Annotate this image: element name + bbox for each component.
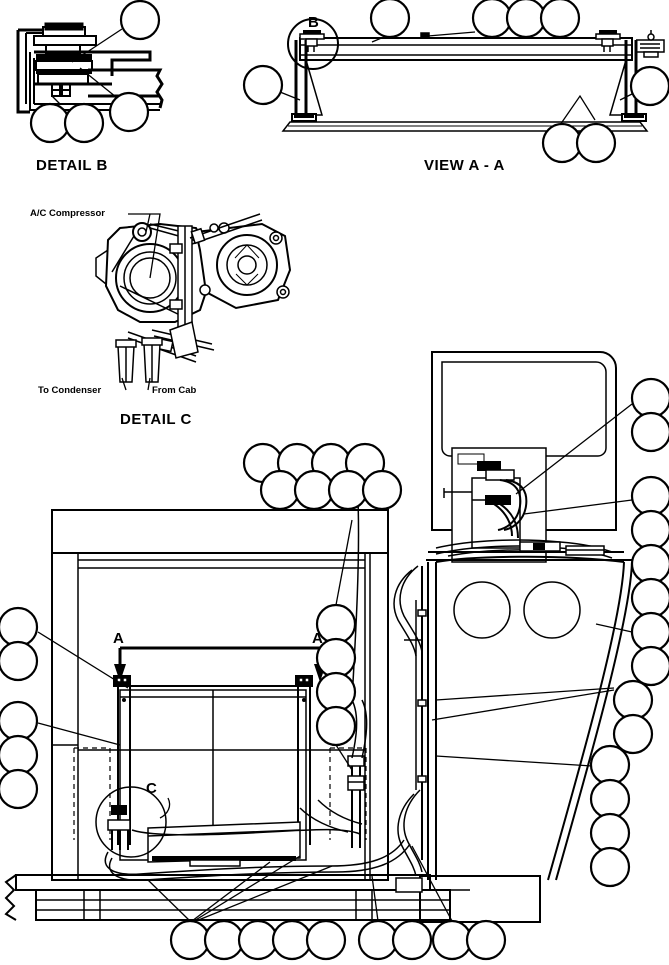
detail-b-section-letter: B — [308, 14, 319, 31]
callout-balloon — [471, 0, 513, 39]
view-a-a — [242, 0, 669, 164]
to-condenser-label: To Condenser — [38, 385, 102, 396]
callout-balloon — [575, 122, 617, 164]
callout-balloon — [63, 102, 105, 144]
callout-balloon — [293, 469, 335, 511]
callout-balloon — [203, 919, 245, 961]
callout-balloon — [630, 475, 669, 517]
from-cab-label: From Cab — [152, 385, 197, 396]
callout-balloon — [630, 611, 669, 653]
callout-balloon — [29, 102, 71, 144]
callout-balloon — [630, 577, 669, 619]
detail-c-view — [95, 213, 292, 391]
callout-balloon — [541, 122, 583, 164]
callout-balloon — [630, 543, 669, 585]
detail-b-view — [16, 0, 164, 144]
main-assembly-machine — [393, 351, 633, 923]
callout-balloon — [431, 919, 473, 961]
callout-balloon — [357, 919, 399, 961]
callout-balloon — [237, 919, 279, 961]
section-letter-a-right: A — [312, 630, 323, 647]
ac-compressor-label: A/C Compressor — [30, 208, 105, 219]
callout-balloon — [305, 919, 347, 961]
callout-balloon — [0, 700, 39, 742]
callout-balloon — [505, 0, 547, 39]
main-assembly-frame — [4, 499, 453, 922]
callout-balloon — [169, 919, 211, 961]
callout-balloon — [108, 91, 150, 133]
main-callout-balloons — [0, 377, 669, 961]
detail-c-section-letter: C — [146, 780, 157, 797]
callout-balloon — [391, 919, 433, 961]
callout-balloon — [465, 919, 507, 961]
callout-balloon — [315, 671, 357, 713]
callout-balloon — [589, 744, 631, 786]
callout-balloon — [315, 705, 357, 747]
callout-balloon — [0, 640, 39, 682]
view-a-a-title: VIEW A - A — [424, 157, 505, 174]
callout-balloon — [361, 469, 403, 511]
callout-balloon — [630, 377, 669, 419]
section-letter-a-left: A — [113, 630, 124, 647]
detail-c-title: DETAIL C — [120, 411, 192, 428]
callout-balloon — [630, 645, 669, 687]
callout-balloon — [629, 65, 669, 107]
callout-balloon — [327, 469, 369, 511]
callout-balloon — [630, 411, 669, 453]
callout-balloon — [589, 846, 631, 888]
callout-balloon — [369, 0, 411, 39]
callout-balloon — [0, 768, 39, 810]
callout-balloon — [259, 469, 301, 511]
callout-balloon — [589, 778, 631, 820]
callout-balloon — [0, 734, 39, 776]
callout-balloon — [612, 679, 654, 721]
callout-balloon — [539, 0, 581, 39]
detail-b-title: DETAIL B — [36, 157, 108, 174]
callout-balloon — [242, 64, 284, 106]
callout-balloon — [0, 606, 39, 648]
callout-balloon — [612, 713, 654, 755]
callout-balloon — [271, 919, 313, 961]
callout-balloon — [630, 509, 669, 551]
callout-balloon — [119, 0, 161, 41]
callout-balloon — [589, 812, 631, 854]
